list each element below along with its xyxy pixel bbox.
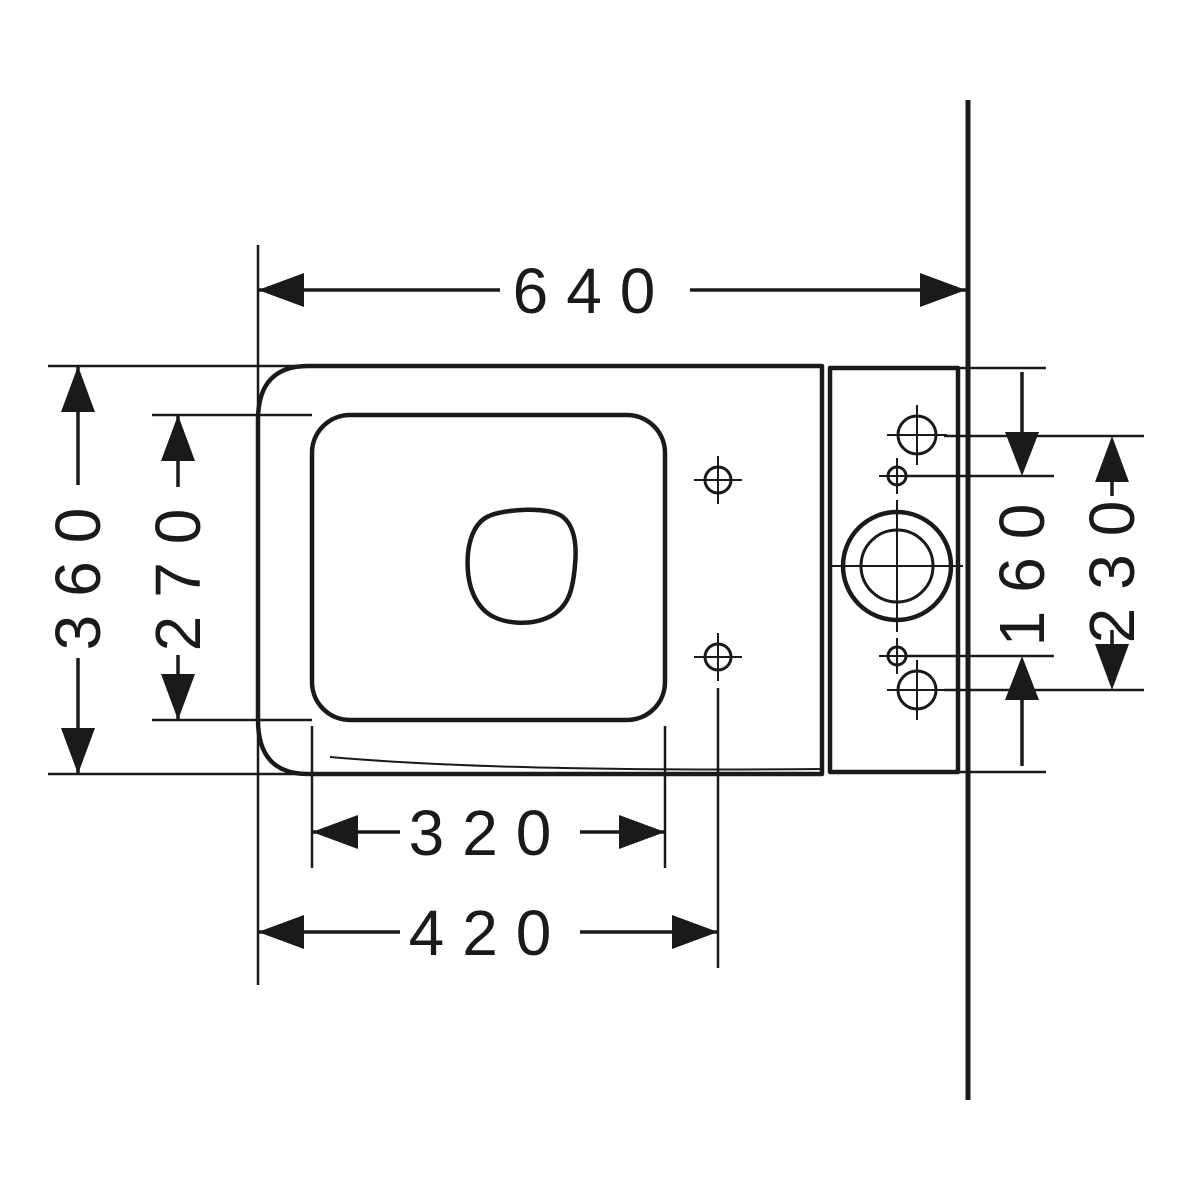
dim-360-arrow-top	[61, 366, 95, 412]
dim-270-arrow-top	[161, 415, 195, 461]
dim-160-arrow-top	[1005, 432, 1039, 476]
dim-fixing-distance: 420	[258, 688, 720, 969]
seat-fixing-hole-bottom	[694, 633, 742, 681]
dim-420-label: 420	[409, 897, 570, 969]
dim-320-arrow-right	[619, 815, 665, 849]
dim-inner-length: 320	[310, 726, 667, 869]
dim-160-arrow-bottom	[1005, 656, 1039, 700]
dim-320-label: 320	[409, 797, 570, 869]
dim-420-arrow-left	[258, 915, 304, 949]
dim-360-label: 360	[42, 490, 114, 651]
dim-640-arrow-right	[920, 273, 966, 307]
dim-640-arrow-left	[258, 273, 304, 307]
dim-overall-width: 360	[42, 364, 322, 776]
outlet-shape	[465, 507, 578, 625]
bowl-rim-line	[329, 756, 823, 771]
toilet-top-view	[255, 363, 963, 777]
dim-420-arrow-right	[672, 915, 718, 949]
cistern-fixing-hole-top	[887, 405, 947, 465]
dim-640-label: 640	[513, 255, 674, 327]
dim-230-arrow-top	[1095, 436, 1129, 482]
dim-230-arrow-bottom	[1095, 644, 1129, 690]
dim-inner-width: 270	[142, 413, 312, 722]
dim-320-arrow-left	[312, 815, 358, 849]
dim-overall-length: 640	[258, 255, 966, 327]
cistern-fixing-hole-bottom	[887, 660, 947, 720]
dim-270-label: 270	[142, 491, 214, 652]
dim-360-arrow-bottom	[61, 728, 95, 774]
seat-fixing-hole-top	[694, 456, 742, 504]
dim-160-label: 160	[986, 486, 1058, 647]
flush-valve-opening	[831, 500, 963, 632]
dim-cistern-spacing-outer: 230	[944, 434, 1148, 692]
dim-230-label: 230	[1076, 483, 1148, 644]
dim-270-arrow-bottom	[161, 674, 195, 720]
